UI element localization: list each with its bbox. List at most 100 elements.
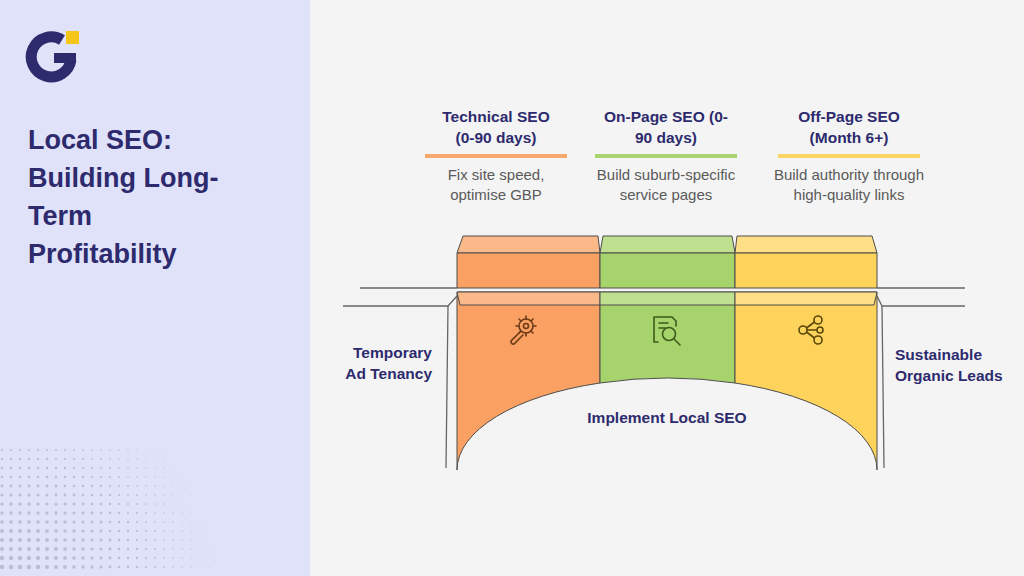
pattern-dot xyxy=(46,485,49,488)
pattern-dot xyxy=(27,565,32,570)
pattern-dot xyxy=(63,565,67,569)
pattern-dot xyxy=(136,449,137,450)
pattern-dot xyxy=(10,467,13,470)
pattern-dot xyxy=(199,539,201,541)
pattern-dot xyxy=(81,538,84,541)
pattern-dot xyxy=(145,566,147,568)
pattern-dot xyxy=(46,458,48,460)
pattern-dot xyxy=(63,511,66,514)
pattern-dot xyxy=(37,467,39,469)
pattern-dot xyxy=(172,530,173,531)
pattern-dot xyxy=(45,493,48,496)
pattern-dot xyxy=(172,503,173,504)
pattern-dot xyxy=(91,458,93,460)
bridge-blocks xyxy=(457,236,877,470)
pattern-dot xyxy=(190,512,192,514)
pattern-dot xyxy=(109,503,111,505)
phase-description: Fix site speed, optimise GBP xyxy=(421,165,571,204)
pattern-dot xyxy=(100,494,102,496)
pattern-dot xyxy=(91,449,93,451)
pattern-dot xyxy=(90,529,93,532)
pattern-dot xyxy=(172,548,174,550)
pattern-dot xyxy=(181,503,182,504)
pattern-dot xyxy=(55,467,57,469)
pattern-dot xyxy=(9,529,13,533)
pattern-dot xyxy=(18,511,21,514)
phase-column: On-Page SEO (0-90 days) Build suburb-spec… xyxy=(571,106,761,204)
pattern-dot xyxy=(54,565,58,569)
pattern-dot xyxy=(36,556,40,560)
pattern-dot xyxy=(118,539,121,542)
arch-segment xyxy=(600,292,735,383)
pattern-dot xyxy=(0,565,4,569)
pattern-dot xyxy=(0,556,4,560)
pattern-dot xyxy=(9,502,12,505)
pattern-dot xyxy=(63,547,67,551)
pattern-dot xyxy=(81,529,84,532)
pattern-dot xyxy=(99,547,102,550)
pattern-dot xyxy=(19,449,21,451)
pattern-dot xyxy=(27,502,30,505)
pattern-dot xyxy=(145,458,146,459)
pattern-dot xyxy=(72,556,76,560)
tools-icon xyxy=(511,316,536,344)
pattern-dot xyxy=(54,502,57,505)
pattern-dot xyxy=(55,458,57,460)
pattern-dot xyxy=(0,511,3,514)
side-label: Temporary Ad Tenancy xyxy=(335,343,432,384)
pattern-dot xyxy=(181,476,183,478)
pattern-dot xyxy=(82,512,85,515)
pattern-dot xyxy=(127,521,129,523)
pattern-dot xyxy=(45,529,49,533)
pattern-dot xyxy=(136,485,138,487)
pattern-dot xyxy=(18,493,21,496)
pattern-dot xyxy=(18,529,22,533)
phase-heading: On-Page SEO (0-90 days) xyxy=(595,106,737,158)
pattern-dot xyxy=(163,467,164,468)
pattern-dot xyxy=(127,485,129,487)
pattern-dot xyxy=(181,566,182,567)
phase-column: Technical SEO (0-90 days)Fix site speed,… xyxy=(401,106,591,204)
pattern-dot xyxy=(199,566,200,567)
block-top xyxy=(735,236,877,253)
pattern-dot xyxy=(91,503,94,506)
pattern-dot xyxy=(181,494,183,496)
block-front xyxy=(735,253,877,288)
pattern-dot xyxy=(63,520,66,523)
pattern-dot xyxy=(154,539,156,541)
pattern-dot xyxy=(55,485,58,488)
arch-segment xyxy=(457,292,600,470)
arch-segment xyxy=(735,292,877,470)
pattern-dot xyxy=(109,458,111,460)
pattern-dot xyxy=(73,494,76,497)
pattern-dot xyxy=(181,467,183,469)
pattern-dot xyxy=(145,467,146,468)
pattern-dot xyxy=(37,458,39,460)
pattern-dot xyxy=(163,503,164,504)
pattern-dot xyxy=(18,556,22,560)
pattern-dot xyxy=(27,547,31,551)
pattern-dot xyxy=(36,502,39,505)
pattern-dot xyxy=(208,530,210,532)
pattern-dot xyxy=(118,512,120,514)
pattern-dot xyxy=(199,557,201,559)
pattern-dot xyxy=(27,493,30,496)
pattern-dot xyxy=(127,539,129,541)
pattern-dot xyxy=(118,467,120,469)
pattern-dot xyxy=(54,556,58,560)
pattern-dot xyxy=(154,548,156,550)
pattern-dot xyxy=(55,476,58,479)
pattern-dot xyxy=(199,512,201,514)
pattern-dot xyxy=(82,476,84,478)
phase-description: Build suburb-specific service pages xyxy=(580,165,752,204)
pattern-dot xyxy=(27,520,31,524)
pattern-dot xyxy=(154,503,156,505)
pattern-dot xyxy=(172,512,173,513)
share-links xyxy=(807,322,818,338)
pattern-dot xyxy=(199,521,201,523)
wrench xyxy=(511,332,523,344)
pattern-dot xyxy=(72,538,75,541)
cliff-edge xyxy=(343,296,457,306)
pattern-dot xyxy=(172,539,173,540)
